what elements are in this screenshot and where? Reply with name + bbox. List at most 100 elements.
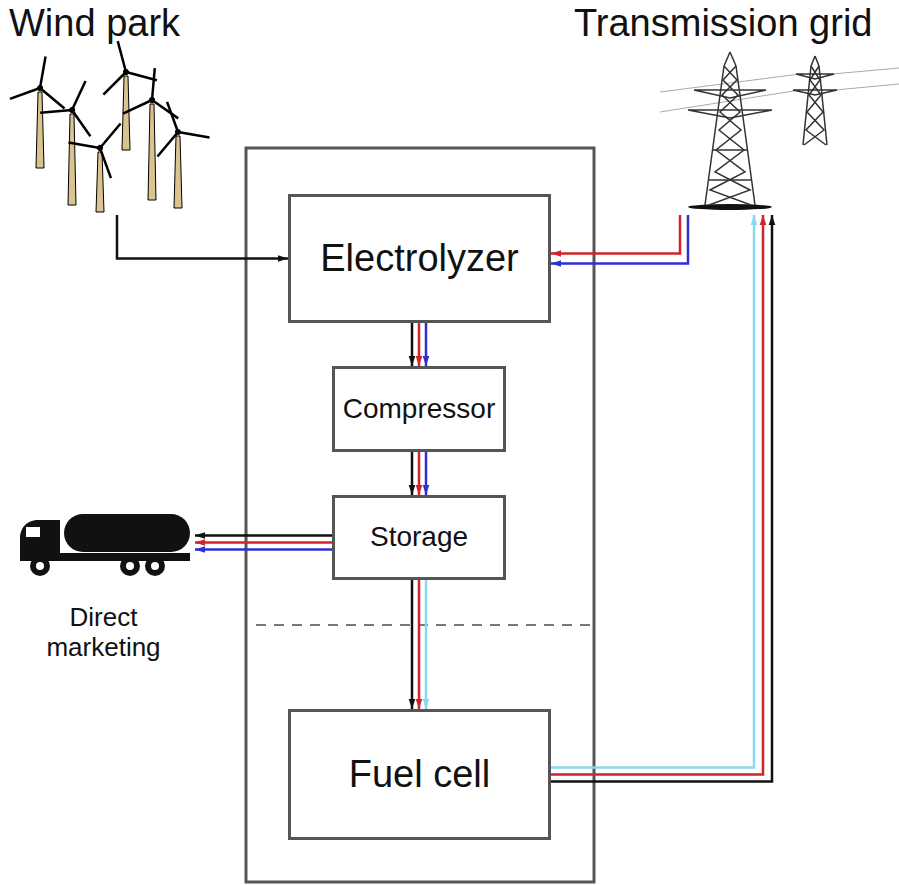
arrow-head [423, 699, 430, 709]
arrow-head [551, 260, 561, 267]
illustration-part [68, 130, 100, 160]
illustration-part [68, 114, 76, 205]
arrow-head [195, 532, 205, 539]
flow-line [418, 580, 421, 709]
flow-line [551, 215, 772, 782]
illustration-part [123, 98, 152, 116]
arrow-head [416, 485, 423, 495]
illustration-part [151, 100, 180, 118]
illustration-part [36, 562, 44, 570]
node-label: Transmission grid [570, 0, 872, 46]
illustration-part [68, 106, 141, 178]
illustration-part [126, 562, 134, 570]
illustration-part [40, 69, 110, 136]
flow-line [551, 215, 680, 254]
node-label: Wind park [5, 0, 180, 46]
illustration-part [712, 149, 748, 151]
illustration-part [99, 72, 130, 95]
illustration-part [149, 97, 156, 104]
illustration-part [167, 102, 178, 132]
arrow-head [195, 546, 205, 553]
illustration-part [72, 81, 86, 110]
flow-connector [409, 580, 430, 709]
transmission-pylons [660, 52, 899, 210]
illustration-part [26, 527, 40, 537]
illustration-part [122, 68, 129, 75]
illustration-part [151, 562, 159, 570]
illustration-part [10, 83, 40, 104]
flow-line [195, 548, 332, 551]
flow-line [411, 580, 414, 709]
illustration-part [709, 66, 750, 205]
arrow-head [423, 356, 430, 366]
illustration-part [96, 144, 104, 152]
illustration-part [100, 123, 121, 148]
flow-connector [117, 215, 288, 262]
arrow-head [278, 255, 288, 262]
flow-line [551, 215, 763, 775]
illustration-part [37, 88, 67, 109]
illustration-part [40, 56, 46, 88]
illustration-part [660, 90, 800, 112]
flow-connector [551, 215, 775, 782]
flow-connector [551, 215, 688, 267]
illustration-part [708, 179, 752, 181]
arrow-head [760, 215, 767, 225]
arrow-head [416, 699, 423, 709]
illustration-part [688, 204, 772, 210]
node-label: Direct marketing [34, 603, 174, 665]
flow-line [425, 580, 428, 709]
illustration-part [40, 98, 72, 124]
flow-connector [409, 452, 430, 495]
process-box: Compressor [332, 366, 506, 452]
arrow-head [409, 356, 416, 366]
illustration-part [36, 92, 44, 168]
tank-truck [20, 514, 190, 576]
process-box: Electrolyzer [288, 194, 551, 323]
illustration-part [141, 92, 209, 156]
illustration-part [68, 106, 76, 114]
illustration-part [174, 136, 182, 208]
arrow-head [551, 250, 561, 257]
illustration-part [178, 123, 210, 148]
illustration-part [148, 104, 156, 200]
arrow-head [409, 485, 416, 495]
illustration-part [30, 556, 50, 576]
flow-line [551, 215, 754, 768]
illustration-part [832, 68, 899, 74]
process-box: Fuel cell [288, 709, 551, 840]
arrow-head [751, 215, 758, 225]
node-label: Storage [370, 521, 468, 553]
illustration-part [811, 56, 815, 66]
dashed-divider [256, 624, 590, 626]
illustration-part [37, 85, 44, 92]
node-label: Fuel cell [349, 753, 491, 797]
illustration-part [804, 66, 824, 145]
illustration-part [118, 41, 126, 72]
illustration-part [120, 556, 140, 576]
illustration-part [152, 132, 184, 157]
illustration-part [806, 66, 826, 145]
node-label: Electrolyzer [320, 237, 519, 281]
flow-connector [409, 323, 430, 366]
illustration-part [724, 52, 730, 66]
process-box: Storage [332, 495, 506, 580]
arrow-head [195, 539, 205, 546]
illustration-part [90, 148, 122, 178]
illustration-part [815, 56, 819, 66]
arrow-head [423, 485, 430, 495]
arrow-head [416, 356, 423, 366]
illustration-part [793, 90, 837, 95]
illustration-part [694, 90, 766, 98]
illustration-part [123, 66, 182, 119]
illustration-part [10, 52, 73, 109]
direct-marketing: Direct marketing [12, 505, 195, 665]
illustration-part [730, 52, 736, 66]
node-label: Compressor [343, 393, 495, 425]
illustration-part [796, 74, 834, 79]
illustration-part [96, 152, 104, 212]
illustration-part [174, 128, 182, 136]
system-boundary [246, 148, 594, 882]
arrow-head [409, 699, 416, 709]
